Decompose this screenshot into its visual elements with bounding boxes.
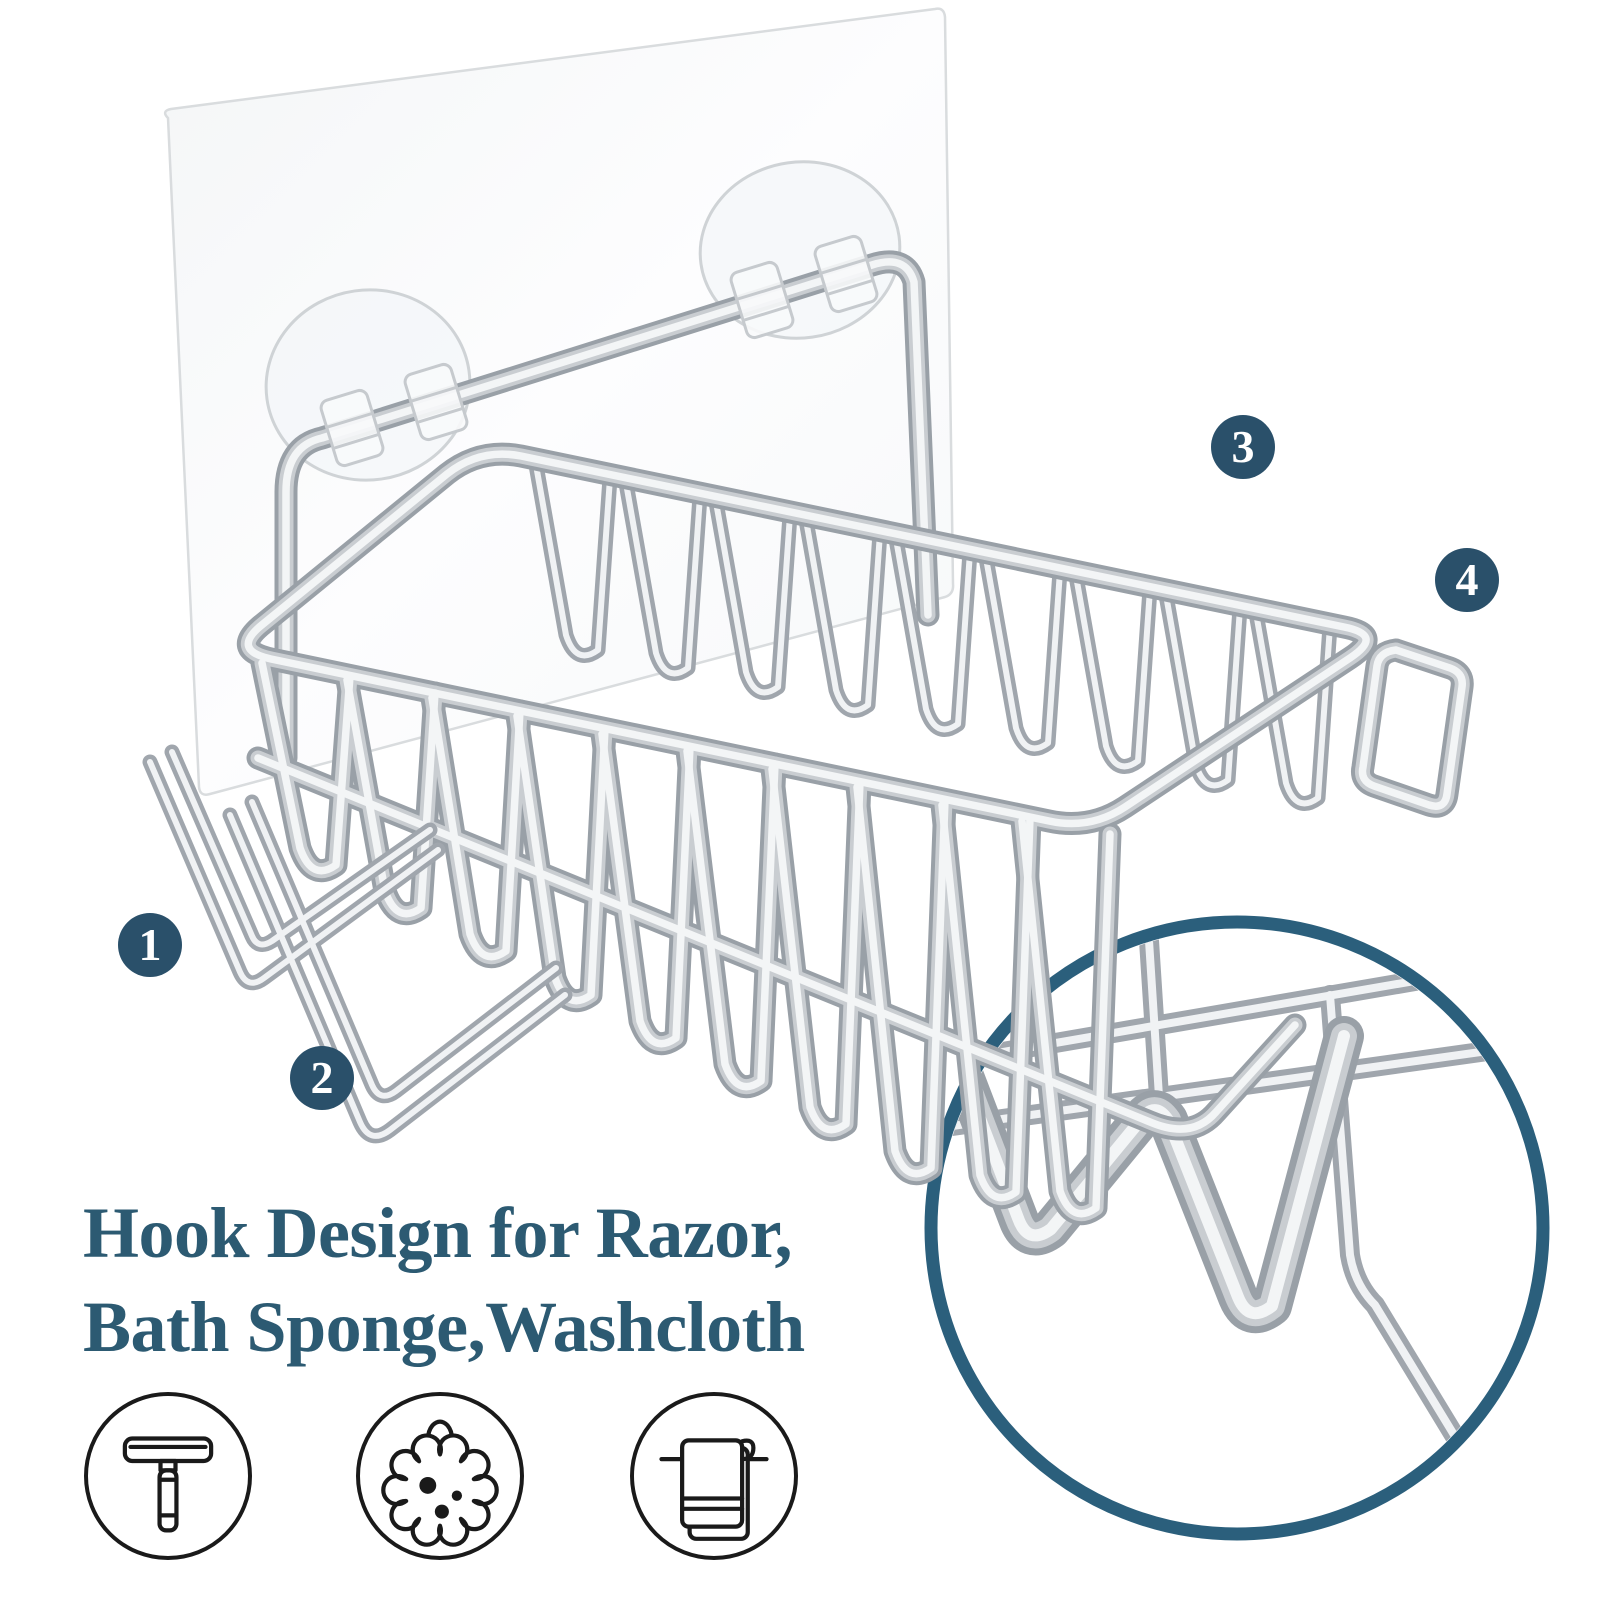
callout-badge-2: 2 bbox=[290, 1046, 354, 1110]
headline: Hook Design for Razor, Bath Sponge,Washc… bbox=[83, 1186, 883, 1374]
mount-clips bbox=[319, 234, 879, 468]
washcloth-icon bbox=[630, 1392, 798, 1560]
callout-badge-1: 1 bbox=[118, 913, 182, 977]
zoom-detail-ring bbox=[924, 915, 1550, 1541]
bath-sponge-icon bbox=[356, 1392, 524, 1560]
callout-badge-3: 3 bbox=[1211, 415, 1275, 479]
headline-line-1: Hook Design for Razor, bbox=[83, 1193, 793, 1273]
headline-line-2: Bath Sponge,Washcloth bbox=[83, 1287, 805, 1367]
razor-icon bbox=[84, 1392, 252, 1560]
callout-badge-4: 4 bbox=[1435, 548, 1499, 612]
zoom-detail bbox=[924, 915, 1550, 1541]
